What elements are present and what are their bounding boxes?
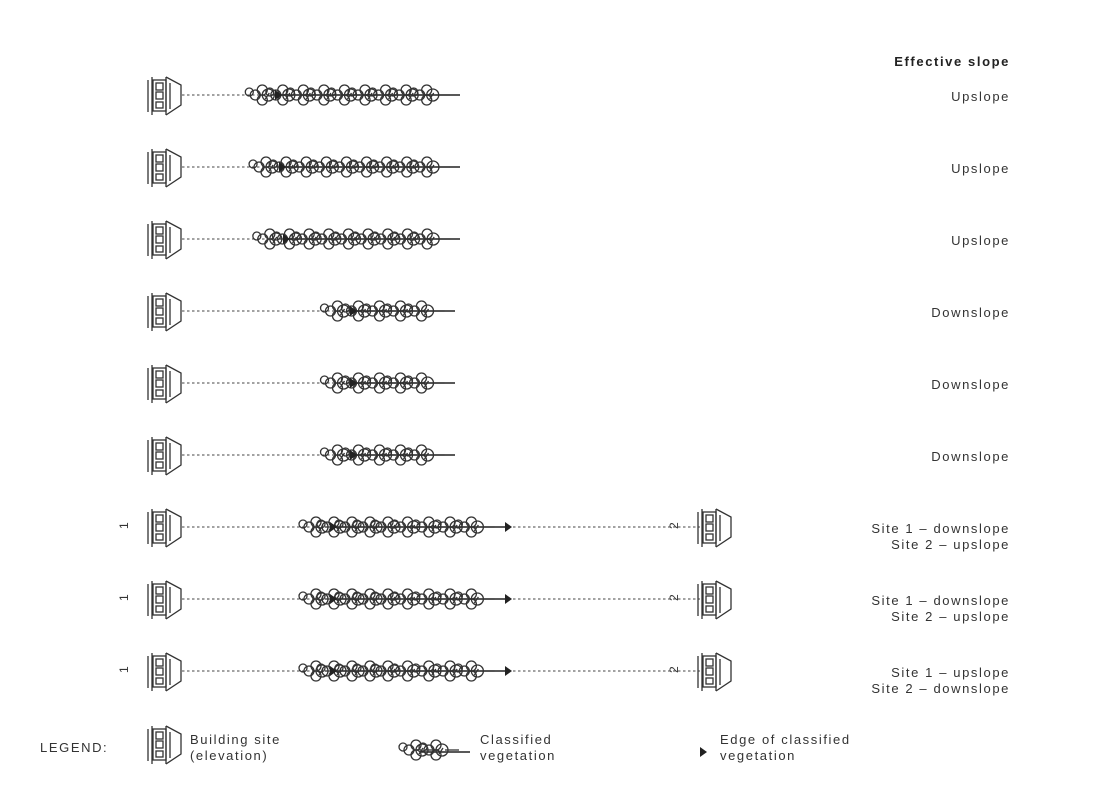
classified-vegetation xyxy=(298,516,505,538)
site-1-number: 1 xyxy=(117,522,131,529)
legend-edge-marker-icon xyxy=(700,747,707,757)
legend-building-label: Building site xyxy=(190,732,281,747)
page-title: Effective slope xyxy=(894,54,1010,69)
classified-vegetation xyxy=(252,228,460,250)
slope-label: Site 2 – upslope xyxy=(891,609,1010,624)
slope-row: Upslope xyxy=(147,148,1010,188)
building-site-icon xyxy=(697,580,732,620)
slope-row: Upslope xyxy=(147,76,1010,116)
edge-marker-icon xyxy=(283,234,290,244)
site-2-number: 2 xyxy=(667,522,681,529)
slope-label: Site 1 – downslope xyxy=(871,593,1010,608)
building-site-icon xyxy=(147,220,182,260)
edge-marker-icon xyxy=(350,306,357,316)
slope-label: Upslope xyxy=(951,89,1010,104)
slope-row: Downslope xyxy=(147,364,1010,404)
building-site-icon xyxy=(697,508,732,548)
slope-label: Downslope xyxy=(931,305,1010,320)
slope-label: Site 1 – downslope xyxy=(871,521,1010,536)
slope-row: Downslope xyxy=(147,292,1010,332)
site-1-number: 1 xyxy=(117,594,131,601)
classified-vegetation xyxy=(244,84,460,106)
slope-label: Site 2 – downslope xyxy=(871,681,1010,696)
legend-vegetation-label: Classified xyxy=(480,732,552,747)
slope-label: Downslope xyxy=(931,377,1010,392)
edge-marker-icon xyxy=(505,522,512,532)
classified-vegetation xyxy=(298,660,505,682)
legend-edge-label: vegetation xyxy=(720,748,796,763)
classified-vegetation xyxy=(319,444,455,466)
building-site-icon xyxy=(147,652,182,692)
building-site-icon xyxy=(147,364,182,404)
slope-label: Downslope xyxy=(931,449,1010,464)
slope-label: Upslope xyxy=(951,233,1010,248)
edge-marker-icon xyxy=(275,90,282,100)
classified-vegetation xyxy=(248,156,460,178)
classified-vegetation xyxy=(298,588,505,610)
legend-vegetation-label: vegetation xyxy=(480,748,556,763)
building-site-icon xyxy=(147,725,182,765)
legend-title: LEGEND: xyxy=(40,740,108,755)
building-site-icon xyxy=(147,292,182,332)
edge-marker-icon xyxy=(279,162,286,172)
edge-marker-icon xyxy=(330,522,337,532)
edge-marker-icon xyxy=(350,378,357,388)
slope-label: Site 1 – upslope xyxy=(891,665,1010,680)
tree-icon xyxy=(398,739,440,761)
slope-row: Upslope xyxy=(147,220,1010,260)
building-site-icon xyxy=(147,508,182,548)
building-site-icon xyxy=(147,436,182,476)
site-1-number: 1 xyxy=(117,666,131,673)
building-site-icon xyxy=(697,652,732,692)
building-site-icon xyxy=(147,76,182,116)
site-2-number: 2 xyxy=(667,594,681,601)
edge-marker-icon xyxy=(330,666,337,676)
building-site-icon xyxy=(147,148,182,188)
slope-label: Site 2 – upslope xyxy=(891,537,1010,552)
edge-marker-icon xyxy=(350,450,357,460)
edge-marker-icon xyxy=(505,594,512,604)
legend-edge-label: Edge of classified xyxy=(720,732,851,747)
site-2-number: 2 xyxy=(667,666,681,673)
edge-marker-icon xyxy=(505,666,512,676)
edge-marker-icon xyxy=(330,594,337,604)
legend-building-label: (elevation) xyxy=(190,748,268,763)
classified-vegetation xyxy=(319,372,455,394)
legend-vegetation-icon xyxy=(398,739,470,761)
classified-vegetation xyxy=(319,300,455,322)
slope-row: Downslope xyxy=(147,436,1010,476)
building-site-icon xyxy=(147,580,182,620)
slope-label: Upslope xyxy=(951,161,1010,176)
